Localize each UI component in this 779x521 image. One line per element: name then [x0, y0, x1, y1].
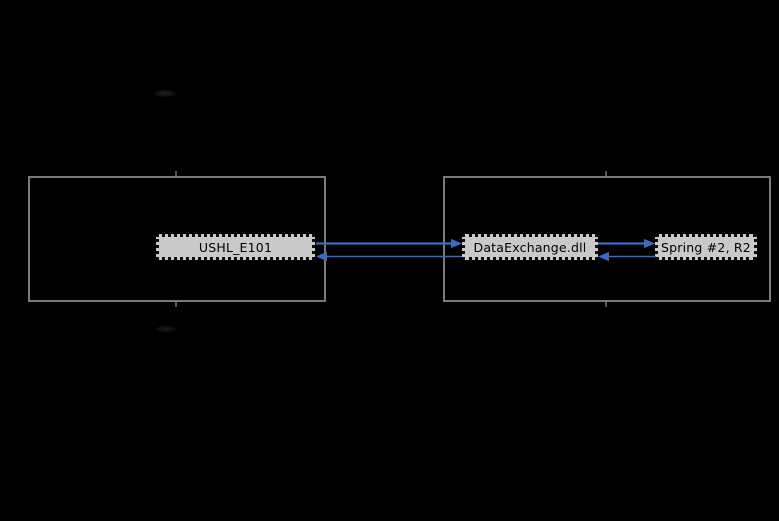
node-spring-2-r2: Spring #2, R2 [655, 234, 757, 260]
ghost-text-artifact-top [154, 90, 176, 97]
node-spring-2-r2-label: Spring #2, R2 [661, 239, 751, 255]
arrow-dataexchange-to-ushl [316, 251, 462, 262]
node-ushl-e101: USHL_E101 [156, 234, 315, 260]
node-dataexchange-dll: DataExchange.dll [462, 234, 598, 260]
node-dataexchange-dll-label: DataExchange.dll [473, 239, 587, 255]
edge-stub-left-cluster-bottom [175, 302, 177, 307]
edge-stub-left-cluster-top [175, 171, 177, 176]
arrow-ushl-to-dataexchange [316, 238, 462, 249]
edge-stub-right-cluster-top [605, 171, 607, 176]
ghost-text-artifact-bottom [156, 326, 176, 332]
cluster-left-box [28, 176, 326, 302]
cluster-right-box [443, 176, 771, 302]
edge-stub-right-cluster-bottom [605, 302, 607, 307]
node-ushl-e101-label: USHL_E101 [198, 239, 273, 255]
